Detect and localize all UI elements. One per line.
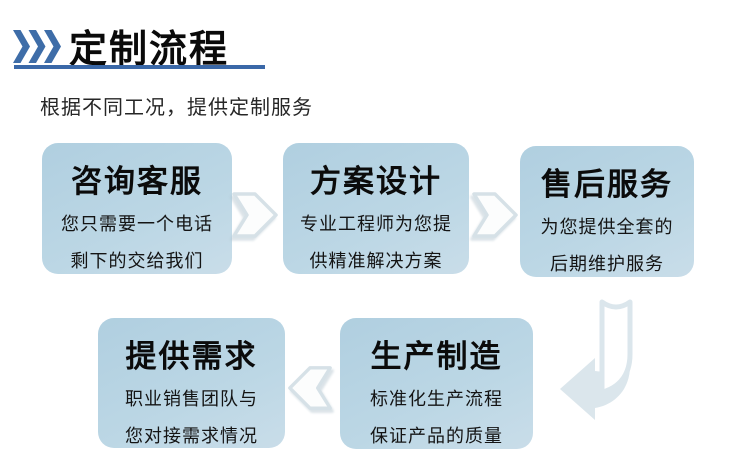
flow-step-production: 生产制造 标准化生产流程 保证产品的质量 <box>340 318 533 449</box>
flow-step-desc-line: 后期维护服务 <box>550 254 664 274</box>
block-arrow-right-icon <box>232 192 278 238</box>
flow-step-after-sales: 售后服务 为您提供全套的 后期维护服务 <box>520 146 694 277</box>
flow-step-consult-service: 咨询客服 您只需要一个电话 剩下的交给我们 <box>42 143 232 274</box>
flow-step-desc-line: 剩下的交给我们 <box>70 251 204 271</box>
flow-step-description: 标准化生产流程 保证产品的质量 <box>340 381 533 455</box>
flow-step-title: 售后服务 <box>541 167 673 202</box>
triple-chevron-right-icon <box>13 30 61 63</box>
flow-step-desc-line: 您只需要一个电话 <box>61 214 213 234</box>
flow-step-description: 专业工程师为您提 供精准解决方案 <box>283 206 469 280</box>
flow-step-description: 您只需要一个电话 剩下的交给我们 <box>42 206 232 280</box>
flow-step-desc-line: 为您提供全套的 <box>540 217 674 237</box>
block-arrow-right-icon <box>472 192 518 238</box>
flow-step-desc-line: 供精准解决方案 <box>309 251 443 271</box>
flow-step-desc-line: 专业工程师为您提 <box>300 214 452 234</box>
title-underline <box>14 65 265 69</box>
flow-step-title: 咨询客服 <box>71 164 203 199</box>
flow-step-provide-requirements: 提供需求 职业销售团队与 您对接需求情况 <box>98 318 285 448</box>
section-title: 定制流程 <box>69 29 230 71</box>
section-subtitle: 根据不同工况，提供定制服务 <box>40 97 313 119</box>
flow-step-desc-line: 您对接需求情况 <box>125 426 258 446</box>
flow-step-title: 方案设计 <box>310 164 442 199</box>
bent-arrow-down-left-icon <box>560 299 633 420</box>
flow-step-solution-design: 方案设计 专业工程师为您提 供精准解决方案 <box>283 143 469 274</box>
flow-step-desc-line: 职业销售团队与 <box>125 389 258 409</box>
flow-step-title: 提供需求 <box>125 339 258 374</box>
flow-step-desc-line: 保证产品的质量 <box>370 426 503 446</box>
flow-step-title: 生产制造 <box>370 339 503 374</box>
block-arrow-left-icon <box>288 366 332 410</box>
flow-step-desc-line: 标准化生产流程 <box>370 389 503 409</box>
flow-step-description: 为您提供全套的 后期维护服务 <box>520 209 694 283</box>
flow-step-description: 职业销售团队与 您对接需求情况 <box>98 381 285 455</box>
